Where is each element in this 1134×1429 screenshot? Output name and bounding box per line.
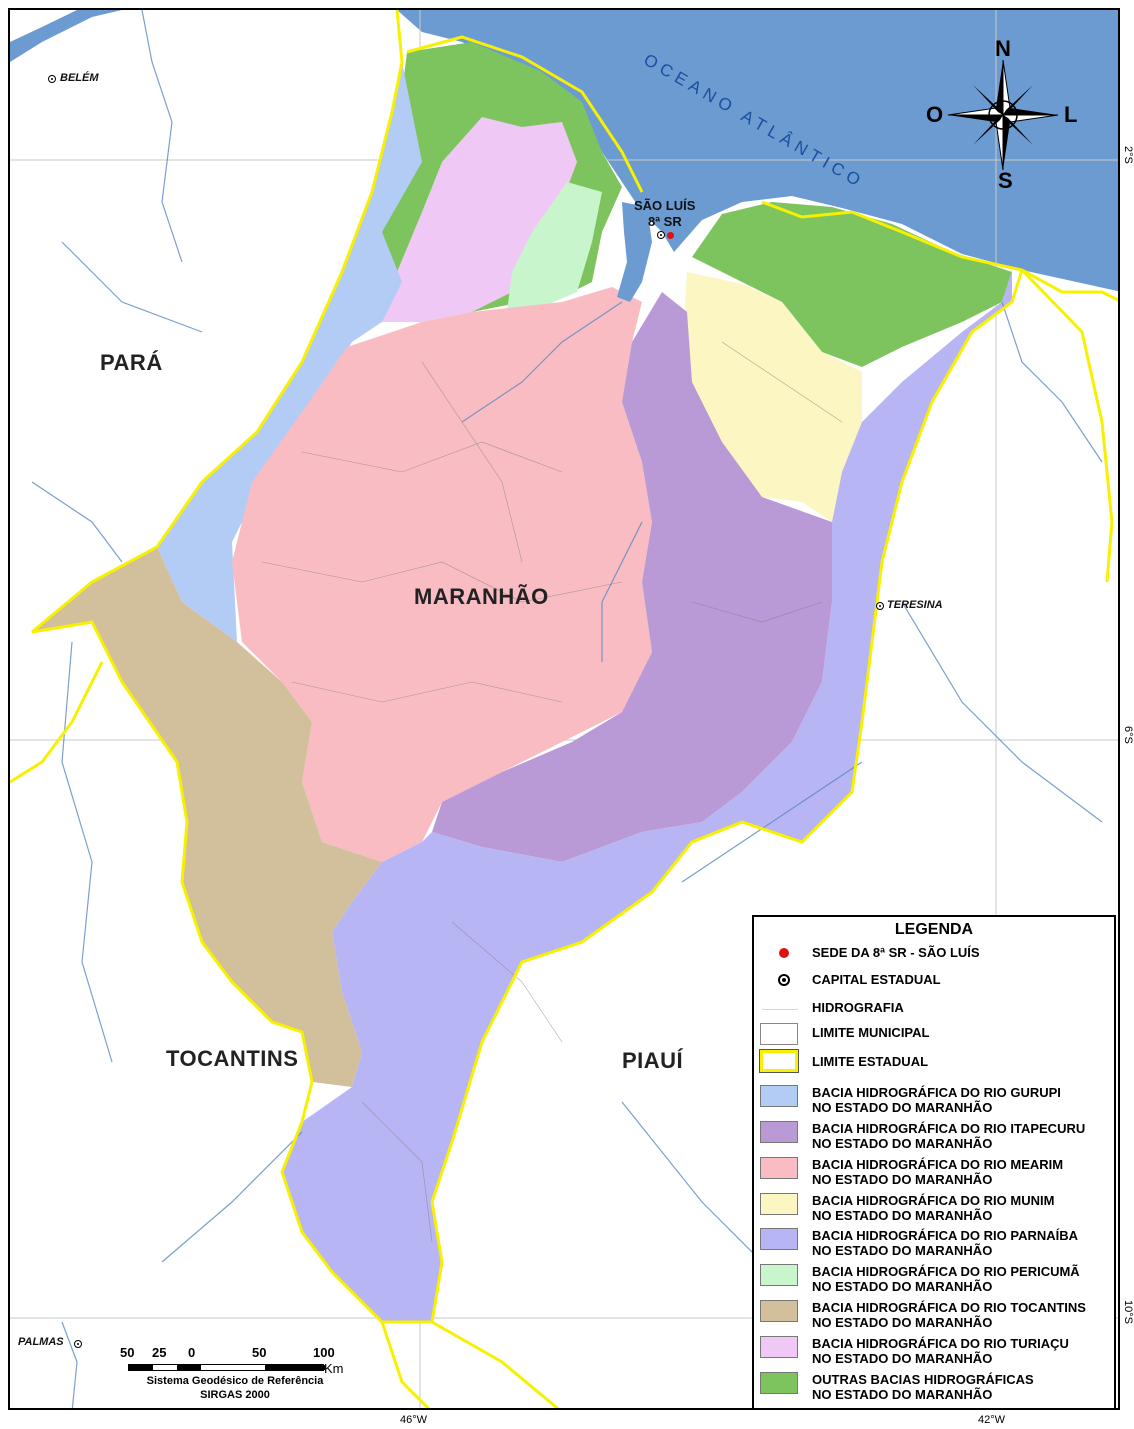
scale-bar-outline bbox=[128, 1364, 325, 1371]
capital-marker-palmas bbox=[74, 1340, 82, 1348]
city-label-sao-luis: SÃO LUÍS bbox=[634, 198, 696, 213]
basin-parnaiba bbox=[282, 270, 1012, 1322]
legend-item-label: BACIA HIDROGRÁFICA DO RIO MUNIM bbox=[812, 1193, 1055, 1208]
legend-item-sublabel: NO ESTADO DO MARANHÃO bbox=[812, 1136, 993, 1151]
compass-east: L bbox=[1064, 102, 1078, 127]
compass-south: S bbox=[998, 168, 1013, 193]
river-belem-bay bbox=[10, 10, 122, 62]
hydrography bbox=[31, 10, 1103, 1408]
basin-color-swatch bbox=[760, 1264, 798, 1286]
basin-color-swatch bbox=[760, 1228, 798, 1250]
state-limits bbox=[10, 10, 1118, 1408]
legend-item-sublabel: NO ESTADO DO MARANHÃO bbox=[812, 1208, 993, 1223]
legend-item-label: OUTRAS BACIAS HIDROGRÁFICAS bbox=[812, 1372, 1034, 1387]
legend-item-label: BACIA HIDROGRÁFICA DO RIO MEARIM bbox=[812, 1157, 1064, 1172]
basin-tocantins bbox=[32, 547, 382, 1087]
basin-color-swatch bbox=[760, 1121, 798, 1143]
basin-color-swatch bbox=[760, 1157, 798, 1179]
legend-item-label: BACIA HIDROGRÁFICA DO RIO PARNAÍBA bbox=[812, 1228, 1079, 1243]
coord-lat-10: 10°S bbox=[1122, 1300, 1134, 1324]
capital-marker-belem bbox=[48, 75, 56, 83]
legend-title: LEGENDA bbox=[894, 921, 974, 938]
capital-icon bbox=[778, 974, 790, 986]
scale-tick: 100 bbox=[313, 1345, 335, 1360]
map-frame: OCEANO ATLÂNTICO N S O L PARÁ MARANHÃO T… bbox=[8, 8, 1120, 1410]
basin-munim bbox=[682, 272, 862, 522]
compass-west: O bbox=[926, 102, 944, 127]
capital-marker-teresina bbox=[876, 602, 884, 610]
city-label-palmas: PALMAS bbox=[18, 1336, 64, 1348]
legend-item-label: BACIA HIDROGRÁFICA DO RIO GURUPI bbox=[812, 1085, 1061, 1100]
scale-caption-2: SIRGAS 2000 bbox=[200, 1389, 270, 1401]
city-label-teresina: TERESINA bbox=[887, 599, 943, 611]
legend-item-sublabel: NO ESTADO DO MARANHÃO bbox=[812, 1172, 993, 1187]
state-label-para: PARÁ bbox=[100, 350, 163, 375]
legend-item-label: LIMITE MUNICIPAL bbox=[812, 1025, 930, 1040]
legend-item-label: BACIA HIDROGRÁFICA DO RIO ITAPECURU bbox=[812, 1121, 1086, 1136]
scale-caption-1: Sistema Geodésico de Referência bbox=[146, 1375, 324, 1387]
scale-unit: Km bbox=[324, 1361, 344, 1376]
coord-lat-2: 2°S bbox=[1122, 146, 1134, 164]
state-label-maranhao: MARANHÃO bbox=[414, 584, 549, 609]
legend-item-label: BACIA HIDROGRÁFICA DO RIO TURIAÇU bbox=[812, 1336, 1069, 1351]
legend-item-sublabel: NO ESTADO DO MARANHÃO bbox=[812, 1279, 993, 1294]
municipal-limits bbox=[261, 341, 843, 1243]
scale-tick: 0 bbox=[188, 1345, 196, 1360]
compass-north: N bbox=[995, 36, 1011, 61]
compass-star-icon bbox=[947, 59, 1059, 171]
city-label-belem: BELÉM bbox=[60, 72, 99, 84]
legend-item-label: SEDE DA 8ª SR - SÃO LUÍS bbox=[812, 945, 980, 960]
legend-item-label: BACIA HIDROGRÁFICA DO RIO TOCANTINS bbox=[812, 1300, 1086, 1315]
coord-lon-46: 46°W bbox=[400, 1414, 428, 1426]
legend-item-sublabel: NO ESTADO DO MARANHÃO bbox=[812, 1243, 993, 1258]
city-label-sede: 8ª SR bbox=[648, 214, 682, 229]
legend-item-sublabel: NO ESTADO DO MARANHÃO bbox=[812, 1315, 993, 1330]
legend-item-label: LIMITE ESTADUAL bbox=[812, 1054, 929, 1069]
legend-item-sublabel: NO ESTADO DO MARANHÃO bbox=[812, 1387, 993, 1402]
hydrography-line-icon bbox=[762, 1009, 798, 1010]
basin-pericuma bbox=[507, 182, 602, 312]
legend-item-label: HIDROGRAFIA bbox=[812, 1000, 904, 1015]
basin-color-swatch bbox=[760, 1300, 798, 1322]
municipal-limit-swatch bbox=[760, 1023, 798, 1045]
basin-itapecuru bbox=[432, 292, 832, 862]
scale-bar: 50 25 0 50 100 Km Sistema Geodésico de R… bbox=[120, 1345, 360, 1405]
legend-panel: LEGENDA SEDE DA 8ª SR - SÃO LUÍS CAPITAL … bbox=[752, 915, 1116, 1408]
scale-tick: 50 bbox=[120, 1345, 135, 1360]
state-label-tocantins: TOCANTINS bbox=[166, 1046, 299, 1071]
ocean-area bbox=[397, 10, 1118, 292]
state-label-piaui: PIAUÍ bbox=[622, 1048, 684, 1073]
state-limit-swatch bbox=[759, 1049, 799, 1073]
coord-lon-42: 42°W bbox=[978, 1414, 1006, 1426]
basin-mearim bbox=[232, 287, 652, 862]
basin-color-swatch bbox=[760, 1085, 798, 1107]
sede-marker-red-dot bbox=[667, 232, 674, 239]
scale-tick: 50 bbox=[252, 1345, 267, 1360]
legend-item-label: BACIA HIDROGRÁFICA DO RIO PERICUMÃ bbox=[812, 1264, 1080, 1279]
basin-color-swatch bbox=[760, 1336, 798, 1358]
capital-marker-sao-luis bbox=[657, 231, 665, 239]
basin-turiacu bbox=[382, 117, 577, 322]
scale-tick: 25 bbox=[152, 1345, 167, 1360]
basin-color-swatch bbox=[760, 1372, 798, 1394]
basin-color-swatch bbox=[760, 1193, 798, 1215]
legend-item-label: CAPITAL ESTADUAL bbox=[812, 972, 941, 987]
bay-sao-luis bbox=[617, 202, 652, 302]
legend-item-sublabel: NO ESTADO DO MARANHÃO bbox=[812, 1100, 993, 1115]
map-canvas bbox=[10, 10, 1118, 1408]
red-dot-icon bbox=[779, 948, 789, 958]
basin-gurupi bbox=[157, 62, 422, 642]
legend-item-sublabel: NO ESTADO DO MARANHÃO bbox=[812, 1351, 993, 1366]
compass-rose: N S O L bbox=[926, 36, 1078, 193]
coord-lat-6: 6°S bbox=[1122, 726, 1134, 744]
